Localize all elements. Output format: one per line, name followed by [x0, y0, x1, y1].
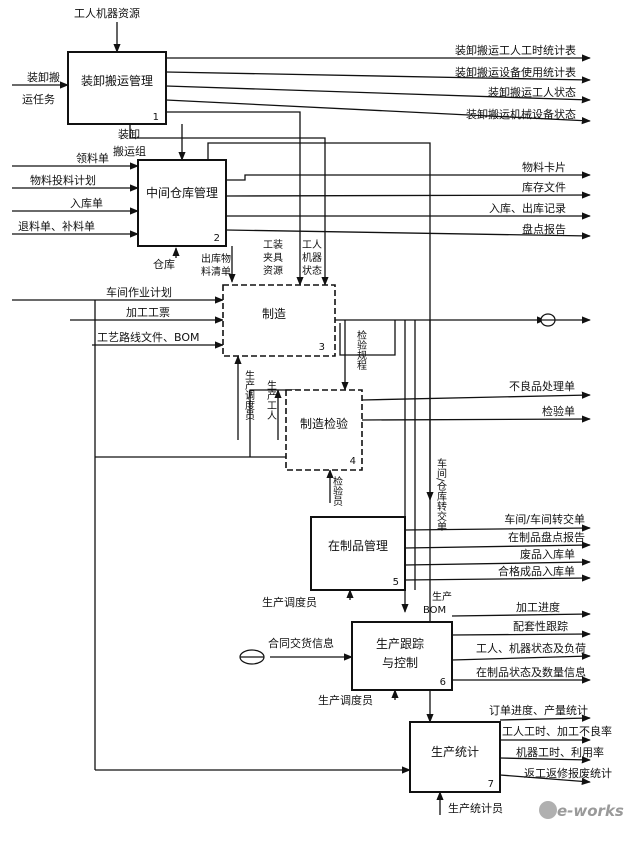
label-worker-v: 生产工人 [265, 379, 277, 420]
label-transfer-v: 车间/仓库转交单 [435, 457, 447, 532]
label-crew-2: 搬运组 [113, 144, 146, 158]
out-2-3: 入库、出库记录 [489, 201, 566, 215]
label-dispatcher-6: 生产调度员 [318, 693, 373, 707]
box-6-title-line2: 与控制 [382, 656, 418, 670]
label-warehouse: 仓库 [153, 257, 175, 271]
out-7-3: 机器工时、利用率 [516, 745, 604, 759]
out-5-2: 在制品盘点报告 [508, 530, 585, 544]
label-bom-2: BOM [423, 605, 446, 616]
out-6-3: 工人、机器状态及负荷 [476, 641, 586, 655]
box-1-number: 1 [153, 112, 159, 123]
out-2-4: 盘点报告 [522, 222, 566, 236]
label-statistician: 生产统计员 [448, 801, 503, 815]
out-5-4: 合格成品入库单 [498, 564, 575, 578]
out-4-1: 不良品处理单 [509, 379, 575, 393]
box-3-title: 制造 [262, 307, 286, 321]
out-1-1: 装卸搬运工人工时统计表 [455, 43, 576, 57]
out-2-1: 物料卡片 [522, 160, 566, 174]
out-1-4: 装卸搬运机械设备状态 [466, 107, 576, 121]
label-dispatcher-v: 生产调度员 [243, 369, 255, 421]
label-crew-1: 装卸 [118, 127, 140, 141]
in-2-1: 领料单 [76, 151, 109, 165]
out-5-3: 废品入库单 [520, 547, 575, 561]
label-task-1: 装卸搬 [27, 70, 60, 84]
tunnel-markers [239, 313, 556, 665]
box-1-title: 装卸搬运管理 [81, 73, 153, 88]
label-bom-1: 生产 [432, 590, 452, 603]
in-3-3: 工艺路线文件、BOM [97, 330, 200, 344]
label-task-2: 运任务 [22, 93, 55, 106]
out-4-2: 检验单 [542, 404, 575, 418]
in-2-2: 物料投料计划 [30, 173, 96, 187]
box-3: 制造 3 [222, 284, 336, 357]
box-2: 中间仓库管理 2 [137, 159, 227, 247]
out-5-1: 车间/车间转交单 [504, 512, 585, 526]
box-6-title-line1: 生产跟踪 [376, 637, 424, 651]
label-rule-v: 检验规程 [355, 329, 367, 370]
label-worker-1: 工人 [302, 239, 322, 251]
out-7-4: 返工返修报废统计 [524, 766, 612, 780]
in-2-4: 退料单、补料单 [18, 219, 95, 233]
label-tool-3: 资源 [263, 264, 283, 277]
box-3-number: 3 [319, 342, 325, 353]
label-outlist-2: 料清单 [201, 265, 231, 278]
out-1-3: 装卸搬运工人状态 [488, 85, 576, 99]
watermark-text: e-works [557, 802, 624, 820]
box-6: 生产跟踪 与控制 6 [351, 621, 453, 691]
box-5-title: 在制品管理 [328, 538, 388, 553]
out-6-4: 在制品状态及数量信息 [476, 665, 586, 679]
label-dispatcher-5: 生产调度员 [262, 595, 317, 609]
box-7: 生产统计 7 [409, 721, 501, 793]
box-4-number: 4 [350, 456, 356, 467]
out-6-2: 配套性跟踪 [513, 619, 568, 633]
box-7-title: 生产统计 [431, 745, 479, 759]
in-2-3: 入库单 [70, 197, 103, 210]
label-outlist-1: 出库物 [201, 252, 231, 265]
box-5: 在制品管理 5 [310, 516, 406, 591]
out-1-2: 装卸搬运设备使用统计表 [455, 65, 576, 79]
label-resource: 工人机器资源 [74, 6, 140, 20]
box-1: 装卸搬运管理 1 [67, 51, 167, 125]
box-4-title: 制造检验 [300, 416, 348, 431]
box-7-number: 7 [488, 779, 494, 790]
label-inspector-v: 检验员 [331, 475, 343, 507]
label-tool-2: 夹具 [263, 251, 283, 264]
box-5-number: 5 [393, 577, 399, 588]
out-6-1: 加工进度 [516, 600, 560, 614]
out-7-1: 订单进度、产量统计 [489, 703, 588, 717]
in-3-2: 加工工票 [126, 306, 170, 319]
connectors [12, 22, 591, 815]
label-contract: 合同交货信息 [268, 636, 334, 650]
label-tool-1: 工装 [263, 238, 283, 251]
box-2-number: 2 [214, 233, 220, 244]
box-6-number: 6 [440, 677, 446, 688]
label-worker-3: 状态 [302, 264, 322, 277]
box-4: 制造检验 4 [285, 389, 363, 471]
labels: 工人机器资源 装卸搬 运任务 装卸 搬运组 装卸搬运工人工时统计表 装卸搬运设备… [18, 6, 612, 815]
watermark-logo: e-works [539, 801, 624, 820]
out-7-2: 工人工时、加工不良率 [502, 724, 612, 738]
in-3-1: 车间作业计划 [106, 285, 172, 299]
box-2-title: 中间仓库管理 [146, 185, 218, 200]
label-worker-2: 机器 [302, 251, 322, 264]
out-2-2: 库存文件 [522, 180, 566, 194]
